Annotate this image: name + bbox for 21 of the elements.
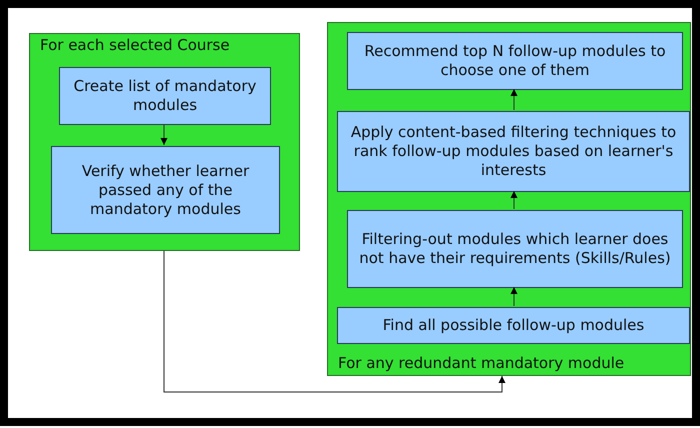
arrow [160,124,168,146]
arrow [510,88,518,110]
arrow [510,286,518,306]
process-label: Apply content-based filtering techniques to rank follow-up modules based on learner's interests [350,123,678,180]
process-label: Filtering-out modules which learner does not have their requirements (Skills/Rules) [358,230,672,268]
group-panel [29,33,300,251]
process-label: Find all possible follow-up modules [382,316,646,335]
process-label: Recommend top N follow-up modules to choose one of them [363,42,667,80]
group-heading: For each selected Course [40,36,230,55]
process-box [347,210,683,288]
process-box [347,32,683,90]
process-box [59,67,271,125]
process-label: Create list of mandatory modules [72,77,258,115]
group-panel [327,22,691,376]
process-label: Verify whether learner passed any of the mandatory modules [80,162,250,218]
arrow [164,250,506,392]
arrow [510,190,518,210]
group-heading: For any redundant mandatory module [338,354,624,373]
process-box [51,146,280,234]
process-box [337,111,690,192]
process-box [337,307,690,344]
